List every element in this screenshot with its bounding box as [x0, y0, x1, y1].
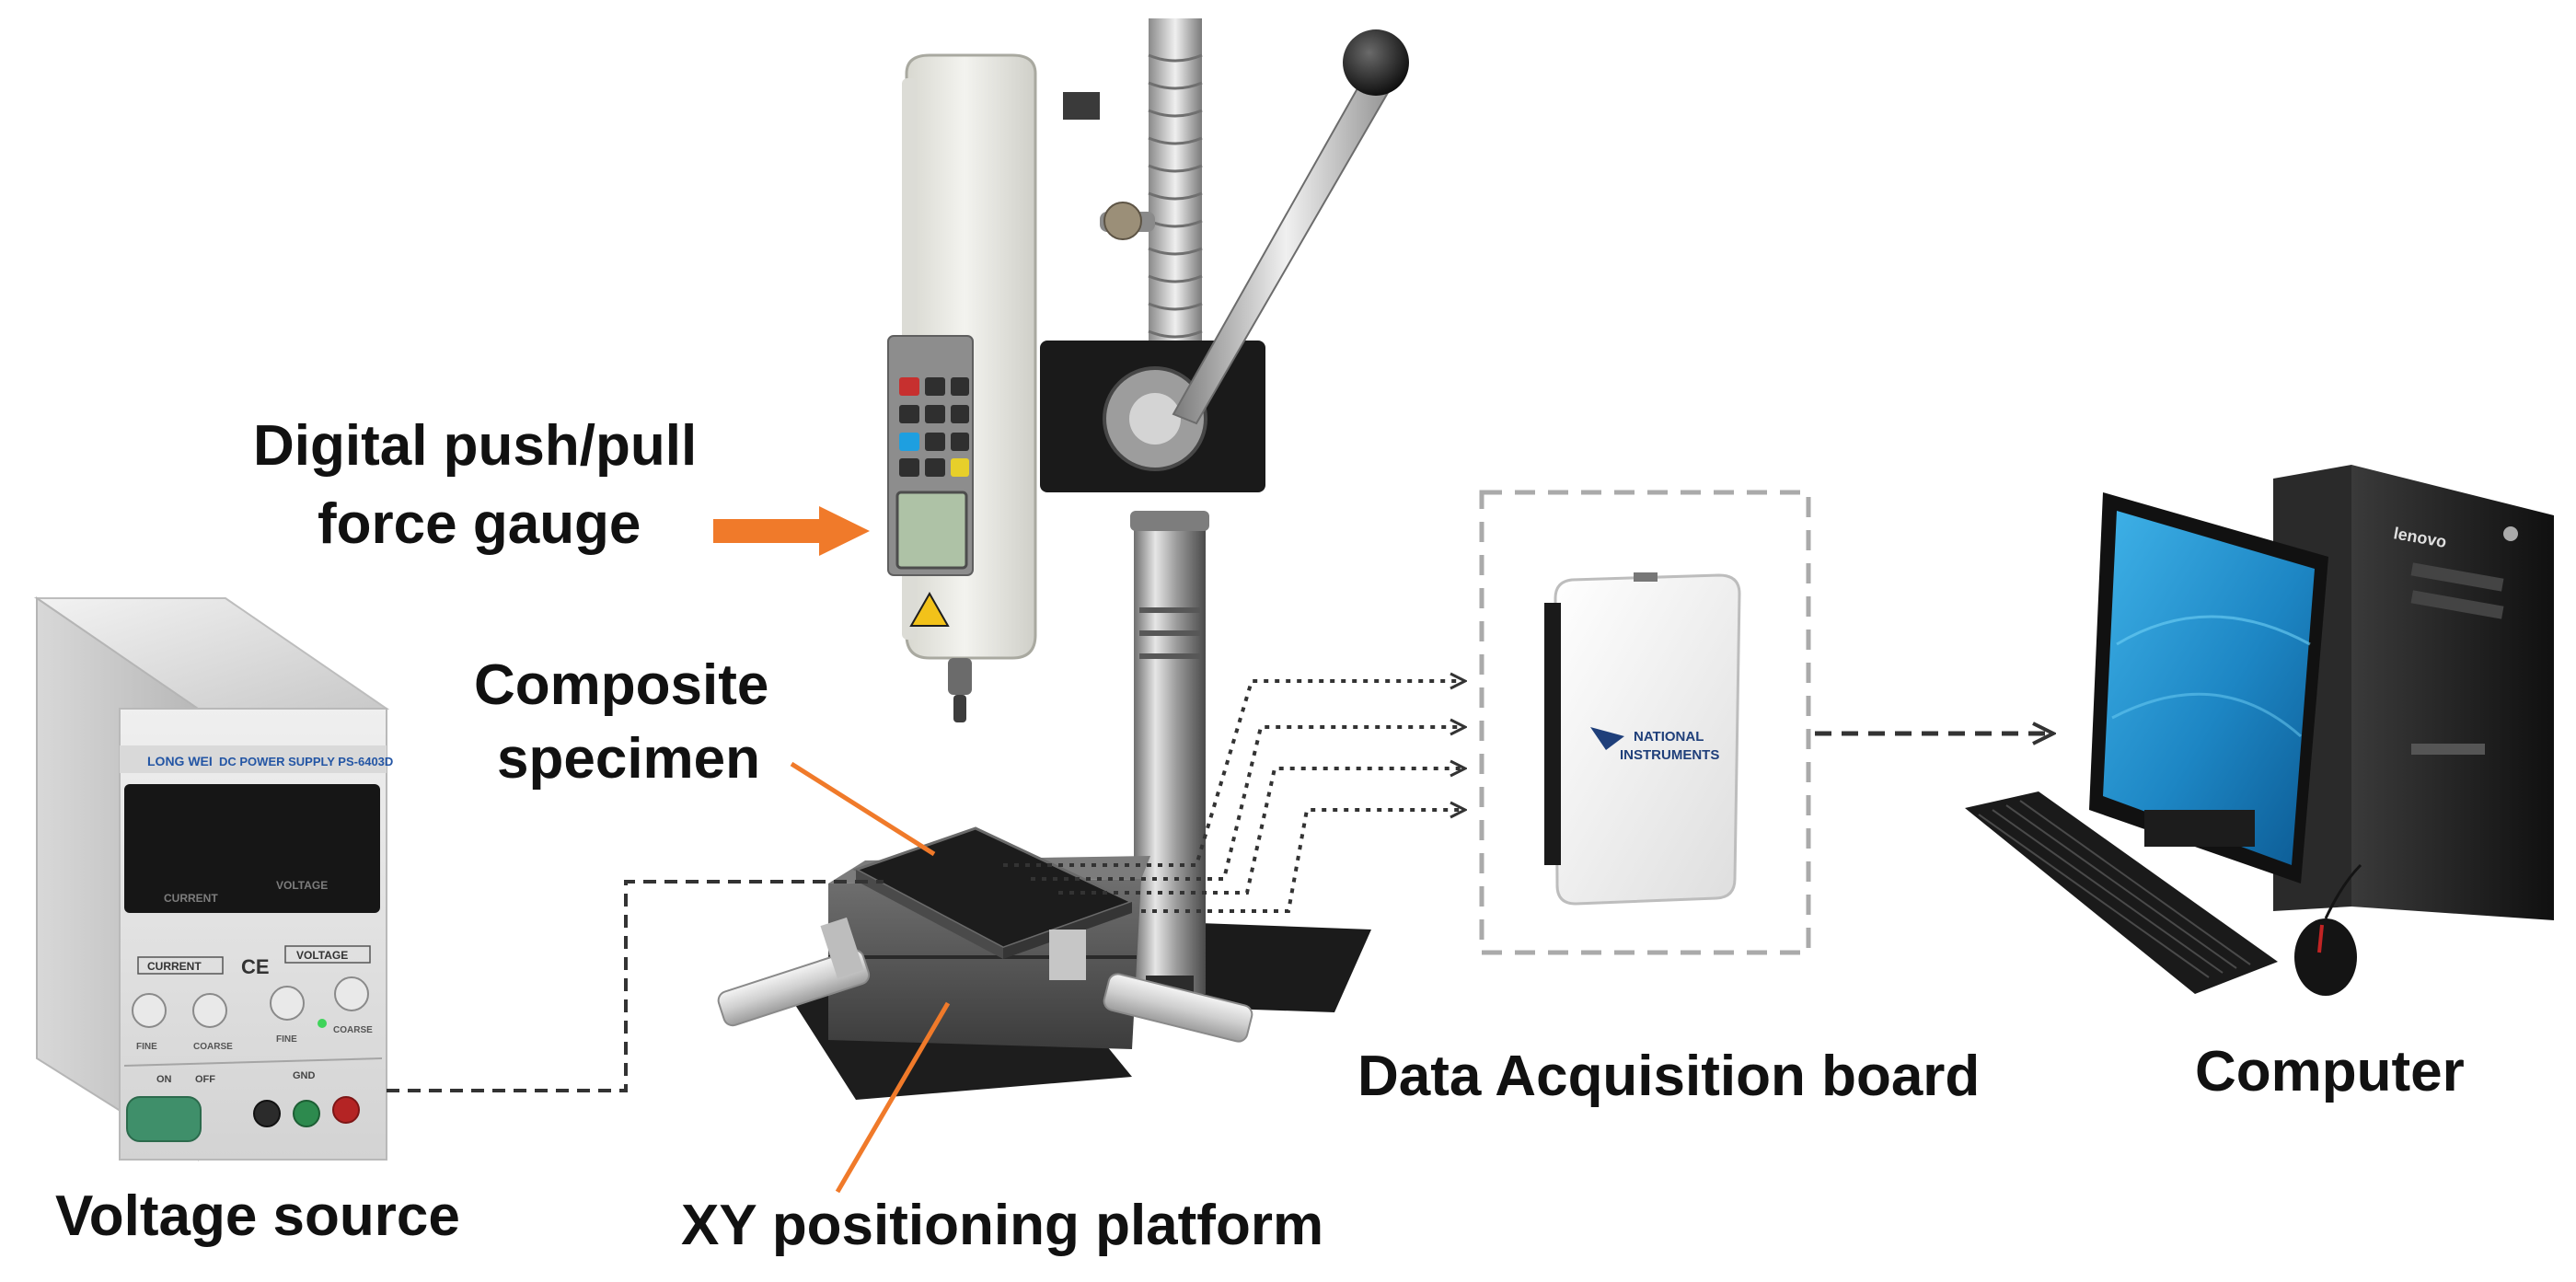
- psu-current-fine-knob: [132, 993, 167, 1028]
- gauge-key-5: [951, 405, 969, 423]
- daq-board-label: Data Acquisition board: [1357, 1045, 1980, 1108]
- psu-voltage-coarse-knob: [334, 976, 369, 1011]
- psu-ce-mark: CE: [241, 955, 270, 978]
- psu-gnd-label: GND: [293, 1070, 316, 1081]
- daq-housing: [1554, 573, 1741, 906]
- force-gauge-label-line1: Digital push/pull: [253, 414, 697, 478]
- psu-display-current-label: CURRENT: [164, 892, 218, 905]
- composite-pointer-line: [790, 761, 936, 857]
- digital-force-gauge: [887, 53, 1037, 722]
- xy-platform-pointer-line: [835, 1001, 951, 1194]
- xy-right-micrometer: [1049, 930, 1253, 1043]
- computer-device: lenovo: [1965, 465, 2554, 996]
- gauge-key-red: [899, 377, 919, 396]
- psu-cv-led: [318, 1019, 327, 1028]
- psu-fine-left-label: FINE: [136, 1042, 157, 1052]
- psu-power-switch: [126, 1096, 202, 1142]
- psu-terminal-ground: [293, 1100, 320, 1127]
- voltage-to-specimen-line: [387, 880, 884, 1092]
- xy-platform-label: XY positioning platform: [681, 1194, 1323, 1257]
- psu-terminal-negative: [253, 1100, 281, 1127]
- label-pointers: [713, 506, 951, 1194]
- gauge-key-4: [925, 405, 945, 423]
- psu-off-label: OFF: [195, 1074, 215, 1085]
- daq-ni-eagle-icon: [1590, 727, 1624, 750]
- gauge-key-blue: [899, 433, 919, 451]
- gauge-warning-label: [909, 591, 950, 627]
- computer-tower-front: [2351, 465, 2554, 920]
- gauge-probe-tip: [948, 658, 972, 695]
- gauge-key-yellow: [951, 458, 969, 477]
- stand-lever-arm: [1172, 59, 1401, 425]
- signal-connections: [387, 681, 2052, 1092]
- gauge-key-7: [951, 433, 969, 451]
- stand-spring-column: [1149, 18, 1202, 359]
- gauge-key-3: [899, 405, 919, 423]
- stand-spring-coils: [1148, 53, 1203, 339]
- stand-lever-knob: [1343, 29, 1409, 96]
- specimen-to-daq-line-1: [1003, 681, 1463, 867]
- voltage-source-label: Voltage source: [55, 1184, 460, 1248]
- psu-brand: LONG WEI: [147, 754, 213, 768]
- computer-mouse: [2294, 918, 2357, 996]
- computer-label: Computer: [2195, 1040, 2465, 1103]
- gauge-key-1: [925, 377, 945, 396]
- psu-voltage-fine-knob: [270, 986, 305, 1021]
- daq-ni-logo-line1: NATIONAL: [1634, 729, 1704, 745]
- computer-keyboard: [1965, 791, 2278, 994]
- xy-left-micrometer: [717, 917, 871, 1027]
- specimen-to-daq-line-3: [1058, 768, 1463, 895]
- daq-ni-logo-line2: INSTRUMENTS: [1620, 747, 1719, 763]
- gauge-key-9: [925, 458, 945, 477]
- psu-voltage-panel-label: VOLTAGE: [296, 949, 348, 962]
- psu-coarse-right-label: COARSE: [333, 1025, 373, 1035]
- psu-fine-right-label: FINE: [276, 1034, 297, 1045]
- psu-current-coarse-knob: [192, 993, 227, 1028]
- psu-front-face: [119, 708, 387, 1161]
- stand-column: [1134, 515, 1206, 994]
- psu-on-label: ON: [156, 1074, 172, 1085]
- computer-monitor-stand: [2144, 810, 2255, 847]
- force-gauge-arrow: [713, 506, 870, 556]
- psu-coarse-left-label: COARSE: [193, 1042, 233, 1052]
- composite-specimen-label-line2: specimen: [497, 727, 760, 791]
- force-gauge-label-line2: force gauge: [318, 492, 641, 556]
- psu-current-panel-label: CURRENT: [147, 960, 202, 973]
- computer-keyboard-keys: [1978, 800, 2251, 978]
- data-acquisition-board-device: NATIONAL INSTRUMENTS: [1479, 490, 1811, 955]
- daq-terminal-strip: [1544, 603, 1561, 865]
- gauge-key-8: [899, 458, 919, 477]
- xy-positioning-platform-device: [717, 826, 1253, 1100]
- computer-monitor-screen: [2103, 511, 2315, 865]
- psu-display-voltage-label: VOLTAGE: [276, 879, 328, 892]
- psu-terminal-positive: [332, 1096, 360, 1124]
- gauge-key-2: [951, 377, 969, 396]
- voltage-source-device: LONG WEI DC POWER SUPPLY PS-6403D CURREN…: [33, 596, 393, 1161]
- gauge-lcd-screen: [895, 491, 968, 570]
- gauge-key-6: [925, 433, 945, 451]
- psu-model: DC POWER SUPPLY PS-6403D: [219, 755, 393, 768]
- specimen-to-daq-line-2: [1031, 727, 1463, 881]
- psu-display: [124, 784, 380, 913]
- daq-dashed-enclosure: [1479, 490, 1811, 955]
- composite-specimen-label-line1: Composite: [474, 653, 768, 717]
